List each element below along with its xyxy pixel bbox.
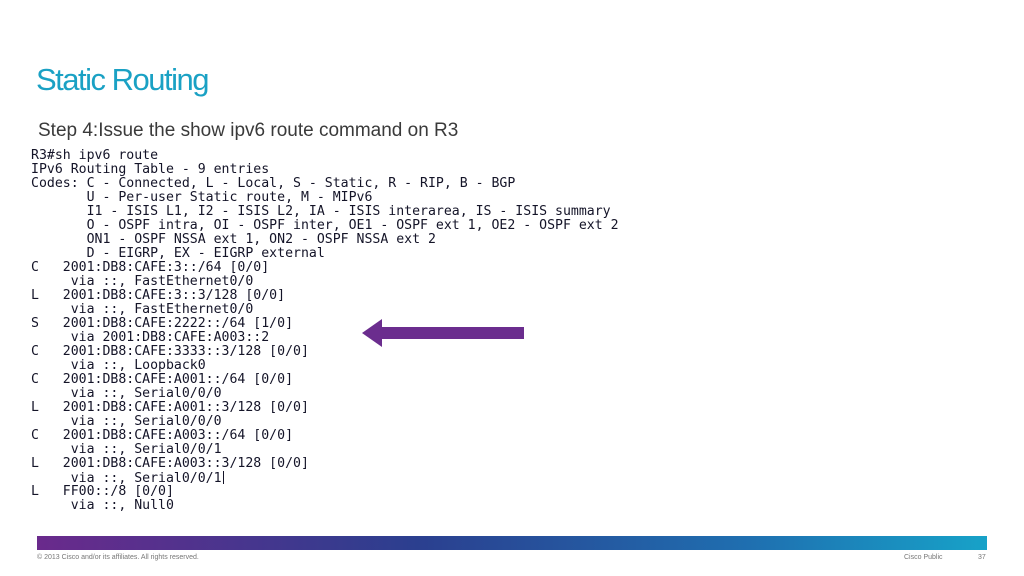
footer-classification: Cisco Public: [904, 554, 943, 561]
arrow-left-icon: [362, 319, 524, 347]
terminal-line: Codes: C - Connected, L - Local, S - Sta…: [31, 176, 516, 191]
terminal-line: R3#sh ipv6 route: [31, 148, 159, 163]
terminal-line: via ::, Null0: [31, 498, 174, 513]
terminal-line: C 2001:DB8:CAFE:3333::3/128 [0/0]: [31, 344, 309, 359]
terminal-line: via ::, Loopback0: [31, 358, 206, 373]
terminal-line: S 2001:DB8:CAFE:2222::/64 [1/0]: [31, 316, 294, 331]
terminal-line: C 2001:DB8:CAFE:A003::/64 [0/0]: [31, 428, 294, 443]
terminal-line: via ::, FastEthernet0/0: [31, 274, 254, 289]
text-cursor: [222, 471, 224, 484]
terminal-line: via ::, Serial0/0/0: [31, 414, 222, 429]
terminal-line: C 2001:DB8:CAFE:3::/64 [0/0]: [31, 260, 270, 275]
footer-copyright: © 2013 Cisco and/or its affiliates. All …: [37, 554, 199, 561]
annotation-arrow: [362, 319, 524, 347]
terminal-line: D - EIGRP, EX - EIGRP external: [31, 246, 325, 261]
terminal-line: IPv6 Routing Table - 9 entries: [31, 162, 270, 177]
terminal-line: L 2001:DB8:CAFE:A003::3/128 [0/0]: [31, 456, 309, 471]
terminal-line: via ::, FastEthernet0/0: [31, 302, 254, 317]
terminal-line: ON1 - OSPF NSSA ext 1, ON2 - OSPF NSSA e…: [31, 232, 436, 247]
terminal-line: L FF00::/8 [0/0]: [31, 484, 174, 499]
terminal-line: L 2001:DB8:CAFE:3::3/128 [0/0]: [31, 288, 286, 303]
terminal-line: U - Per-user Static route, M - MIPv6: [31, 190, 373, 205]
terminal-line: O - OSPF intra, OI - OSPF inter, OE1 - O…: [31, 218, 619, 233]
terminal-line: via ::, Serial0/0/0: [31, 386, 222, 401]
slide-title: Static Routing: [36, 62, 210, 97]
terminal-line: I1 - ISIS L1, I2 - ISIS L2, IA - ISIS in…: [31, 204, 611, 219]
slide-subtitle: Step 4:Issue the show ipv6 route command…: [38, 120, 459, 141]
terminal-line: C 2001:DB8:CAFE:A001::/64 [0/0]: [31, 372, 294, 387]
terminal-line: via ::, Serial0/0/1: [31, 442, 222, 457]
terminal-line: L 2001:DB8:CAFE:A001::3/128 [0/0]: [31, 400, 309, 415]
footer-page-number: 37: [978, 554, 986, 561]
footer-gradient-bar: [37, 536, 987, 550]
terminal-line: via ::, Serial0/0/1: [31, 471, 224, 486]
terminal-line: via 2001:DB8:CAFE:A003::2: [31, 330, 270, 345]
